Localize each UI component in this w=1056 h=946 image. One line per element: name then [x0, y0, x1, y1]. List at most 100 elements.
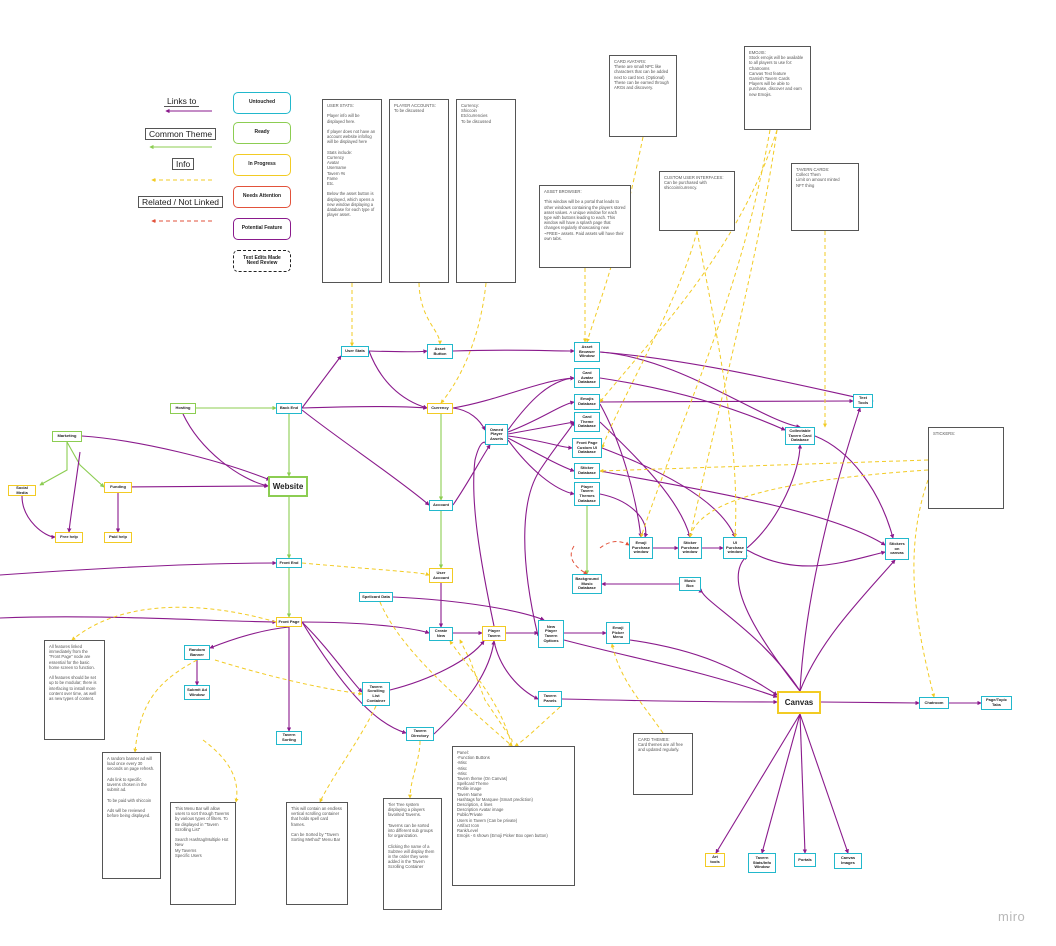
connector-77	[418, 282, 442, 345]
connector-45	[507, 439, 575, 496]
note-currency[interactable]: Currency: Shiccoin Etc/currencies To be …	[456, 99, 516, 283]
connector-68	[799, 713, 849, 854]
note-panel-fields[interactable]: Panel: -Function Buttons -Misc -Misc -Mi…	[452, 746, 575, 886]
note-custom-ui[interactable]: CUSTOM USER INTERFACES: Can be purchased…	[659, 171, 735, 231]
node-free-help[interactable]: Free help	[55, 532, 83, 543]
node-stickers-on-canvas[interactable]: Stickers on canvas	[885, 538, 909, 560]
connector-78	[440, 282, 487, 404]
connector-5	[66, 441, 105, 488]
node-page-topic-tabs[interactable]: Page/Topic Tabs	[981, 696, 1012, 710]
node-social-media[interactable]: Social Media	[8, 485, 36, 496]
legend-info-label: Info	[172, 158, 195, 170]
node-funding[interactable]: Funding	[104, 482, 132, 493]
node-currency[interactable]: Currency	[427, 403, 453, 414]
node-back-end[interactable]: Back End	[276, 403, 302, 414]
note-front-page-features[interactable]: All features linked immediately from the…	[44, 640, 105, 740]
connector-82	[640, 129, 771, 538]
connector-67	[799, 713, 808, 854]
node-chatroom[interactable]: Chatroom	[919, 697, 949, 709]
node-card-theme-database[interactable]: Card Theme Database	[574, 412, 600, 432]
connector-44	[507, 437, 575, 472]
node-card-avatar-database[interactable]: Card Avatar Database	[574, 368, 600, 388]
connector-73	[629, 639, 778, 696]
miro-logo: miro	[998, 909, 1026, 924]
connector-90	[71, 606, 277, 641]
node-player-tavern-themes-database[interactable]: Player Tavern Themes Database	[574, 482, 600, 506]
connector-4	[39, 442, 68, 486]
node-collectable-tavern-card-database[interactable]: Collectable Tavern Card Database	[785, 427, 815, 445]
node-hosting[interactable]: Hosting	[170, 403, 196, 414]
legend-status-ready: Ready	[233, 122, 291, 144]
node-tavern-panels[interactable]: Tavern Panels	[538, 691, 562, 707]
node-text-tools[interactable]: Text Tools	[853, 394, 873, 408]
node-portals[interactable]: Portals	[794, 853, 816, 867]
node-sticker-purchase-window[interactable]: Sticker Purchase window	[678, 537, 702, 559]
note-card-themes[interactable]: CARD THEMES: Card themes are all free an…	[633, 733, 693, 795]
note-asset-browser[interactable]: ASSET BROWSER: This window will be a por…	[539, 185, 631, 268]
note-random-banner[interactable]: A random banner ad will load once every …	[102, 752, 161, 879]
connector-81	[688, 129, 778, 538]
connector-91	[133, 659, 198, 753]
node-tavern-stats-info-window[interactable]: Tavern Stats/Info Window	[748, 853, 776, 873]
connector-42	[507, 420, 575, 435]
connector-39	[561, 698, 778, 705]
node-marketing[interactable]: Marketing	[52, 431, 82, 442]
node-asset-button[interactable]: Asset Button	[427, 344, 453, 359]
node-random-banner[interactable]: Random Banner	[184, 645, 210, 660]
connector-48	[599, 398, 854, 404]
node-background-music-database[interactable]: Background Music Database	[572, 574, 602, 594]
note-tavern-cards[interactable]: TAVERN CARDS: Collect Them Limit on amou…	[791, 163, 859, 231]
node-tavern-directory[interactable]: Tavern Directory	[406, 727, 434, 741]
node-spellcard-data[interactable]: Spellcard Data	[359, 592, 393, 602]
connector-97	[610, 643, 664, 734]
note-menu-bar[interactable]: This Menu Bar will allow users to sort t…	[170, 802, 236, 905]
note-player-accounts[interactable]: PLAYER ACCOUNTS: To be discussed	[389, 99, 449, 283]
node-player-tavern[interactable]: Player Tavern	[482, 626, 506, 641]
node-front-page-custom-ui-database[interactable]: Front Page Custom UI Database	[572, 438, 602, 458]
connector-12	[117, 483, 269, 489]
node-asset-browser-window[interactable]: Asset Browser Window	[574, 342, 600, 362]
connector-16	[301, 405, 428, 410]
node-submit-ad-window[interactable]: Submit Ad Window	[184, 685, 210, 700]
connector-40	[507, 376, 575, 431]
note-stickers[interactable]: STICKERS:	[928, 427, 1004, 509]
node-website[interactable]: Website	[268, 476, 308, 497]
note-tier-tree[interactable]: Tier Tree system displaying a players fa…	[383, 798, 442, 910]
connector-93	[319, 705, 377, 803]
node-user-account[interactable]: User Account	[429, 568, 453, 583]
connector-102	[599, 541, 630, 549]
note-emojis[interactable]: EMOJIS: Stock emojis will be available t…	[744, 46, 811, 130]
node-art-tools[interactable]: Art tools	[705, 853, 725, 867]
connector-89	[599, 459, 929, 473]
connector-94	[408, 740, 421, 799]
node-create-new[interactable]: Create New	[429, 627, 453, 641]
node-new-player-tavern-options[interactable]: New Player Tavern Options	[538, 620, 564, 648]
node-account[interactable]: Account	[429, 500, 453, 511]
node-emojis-database[interactable]: Emojis Database	[574, 394, 600, 410]
node-paid-help[interactable]: Paid help	[104, 532, 132, 543]
node-ui-purchase-window[interactable]: UI Purchase window	[723, 537, 747, 559]
node-canvas[interactable]: Canvas	[777, 691, 821, 714]
node-music-box[interactable]: Music Box	[679, 577, 701, 591]
node-user-stats[interactable]: User Stats	[341, 346, 369, 357]
note-user-stats[interactable]: USER STATS: Player info will be displaye…	[322, 99, 382, 283]
note-card-avatars[interactable]: CARD AVATARS: These are small NPC like c…	[609, 55, 677, 137]
connector-37	[433, 640, 496, 735]
node-front-end[interactable]: Front End	[276, 558, 302, 568]
connector-58	[814, 435, 895, 539]
note-scrolling-list[interactable]: This will contain an endless vertical sc…	[286, 802, 348, 905]
node-emoji-purchase-window[interactable]: Emoji Purchase window	[629, 537, 653, 559]
connector-36	[389, 640, 485, 691]
connector-60	[799, 407, 861, 692]
node-tavern-sorting[interactable]: Tavern Sorting	[276, 731, 302, 745]
node-owned-player-assets[interactable]: Owned Player Assets	[485, 424, 508, 445]
connector-27	[368, 350, 428, 410]
connector-69	[799, 559, 896, 692]
connector-87	[913, 479, 936, 698]
node-tavern-scrolling-list-container[interactable]: Tavern Scrolling List Container	[362, 682, 390, 706]
node-front-page[interactable]: Front Page	[276, 617, 302, 627]
node-sticker-database[interactable]: Sticker Database	[574, 463, 600, 479]
node-emoji-picker-menu[interactable]: Emoji Picker Menu	[606, 622, 630, 644]
node-canvas-images[interactable]: Canvas Images	[834, 853, 862, 869]
